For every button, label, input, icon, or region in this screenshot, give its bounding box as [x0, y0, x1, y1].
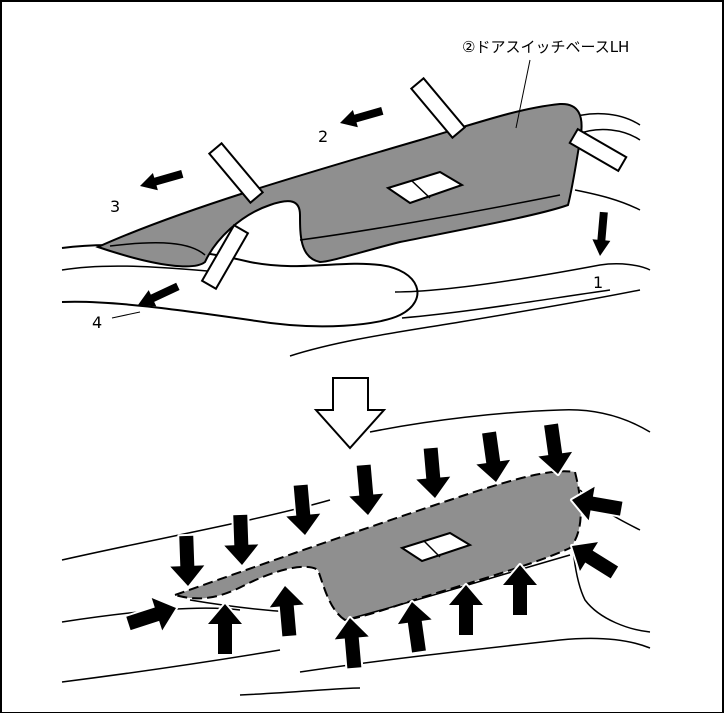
step-label: 2 — [318, 127, 328, 146]
tool-blade — [568, 127, 628, 173]
door-switch-base — [95, 102, 583, 268]
door-switch-base-installed — [171, 470, 582, 622]
hollow-down-arrow-icon — [313, 377, 387, 450]
installation-illustration — [61, 409, 651, 696]
tool-blade — [207, 141, 265, 205]
window-switch-icon — [399, 531, 473, 563]
tool-blade — [200, 223, 250, 291]
tool-blade — [409, 76, 467, 140]
removal-illustration: 1 2 3 4 ②ドアスイッチベースLH — [61, 38, 651, 357]
callout-leader — [515, 59, 531, 129]
step-label: 3 — [110, 197, 120, 216]
step-label: 4 — [92, 313, 102, 332]
step-label: 1 — [593, 273, 603, 292]
part-label: ②ドアスイッチベースLH — [462, 38, 629, 56]
window-switch-icon — [385, 170, 465, 205]
